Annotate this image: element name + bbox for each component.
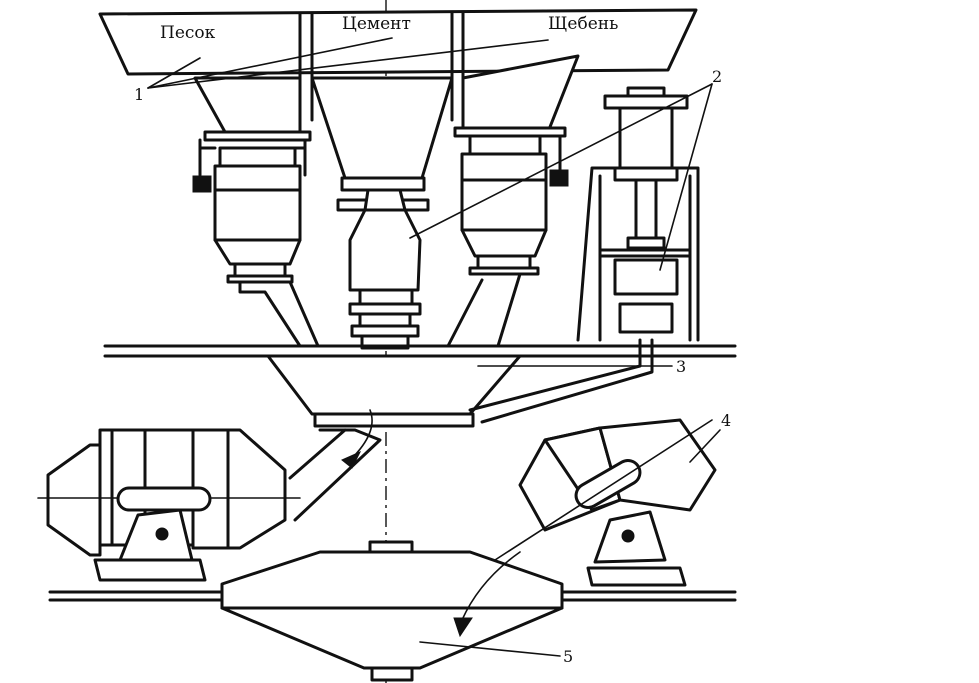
- collecting-hopper: [266, 338, 654, 428]
- callout-number-2: 2: [712, 67, 722, 86]
- callout-1: 1: [134, 37, 549, 104]
- gravel-dispenser: [446, 126, 569, 348]
- left-mixer: [37, 428, 301, 582]
- feed-chute: [288, 409, 382, 522]
- storage-bins: Песок Цемент Щебень: [98, 8, 698, 122]
- cement-hopper: [310, 76, 454, 192]
- callout-2: 2: [409, 67, 722, 271]
- water-dispenser: [576, 86, 700, 342]
- bin-label-gravel: Щебень: [548, 14, 618, 34]
- output-hopper: [220, 540, 564, 682]
- cement-dispenser: [336, 188, 430, 350]
- bin-label-sand: Песок: [160, 23, 216, 43]
- bin-label-cement: Цемент: [342, 14, 411, 34]
- callout-number-1: 1: [134, 85, 144, 104]
- callout-5: 5: [419, 641, 573, 666]
- callout-number-3: 3: [676, 357, 686, 376]
- right-mixer: [494, 418, 717, 587]
- callout-3: 3: [477, 357, 686, 376]
- sand-hopper: [193, 76, 302, 134]
- callout-number-4: 4: [721, 411, 731, 430]
- sand-dispenser: [192, 130, 320, 348]
- callout-4: 4: [689, 411, 731, 463]
- callout-number-5: 5: [563, 647, 573, 666]
